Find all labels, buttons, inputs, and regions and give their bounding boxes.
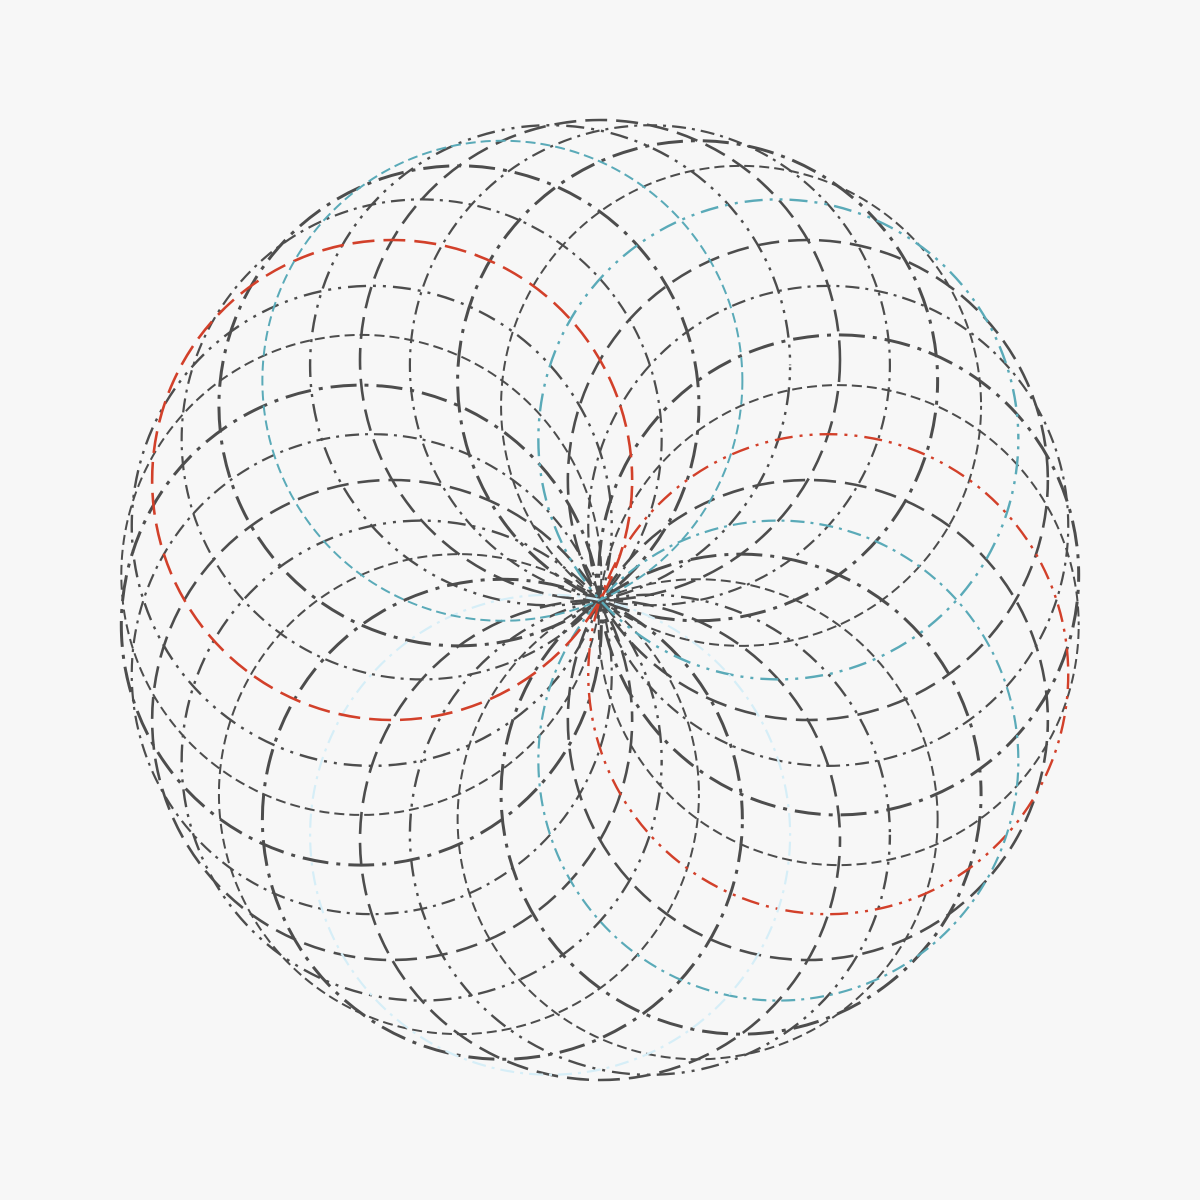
ring — [500, 164, 983, 647]
ring — [408, 593, 892, 1076]
highlight-ring — [150, 238, 634, 722]
ring — [260, 577, 744, 1061]
ring — [597, 333, 1081, 817]
ring — [217, 553, 700, 1036]
ring — [180, 198, 663, 681]
ring — [358, 598, 842, 1082]
ring — [597, 384, 1080, 867]
ring — [499, 552, 983, 1036]
ring — [150, 478, 634, 962]
highlight-ring — [261, 139, 744, 622]
ring — [130, 284, 613, 768]
ring — [217, 164, 701, 648]
highlight-ring — [537, 198, 1020, 681]
rosette-rings — [119, 118, 1081, 1082]
ring — [130, 433, 613, 916]
ring — [308, 124, 792, 607]
highlight-ring — [587, 432, 1070, 916]
ring — [180, 519, 663, 1002]
ring — [120, 333, 603, 816]
ring — [119, 383, 603, 867]
highlight-ring — [308, 593, 792, 1076]
